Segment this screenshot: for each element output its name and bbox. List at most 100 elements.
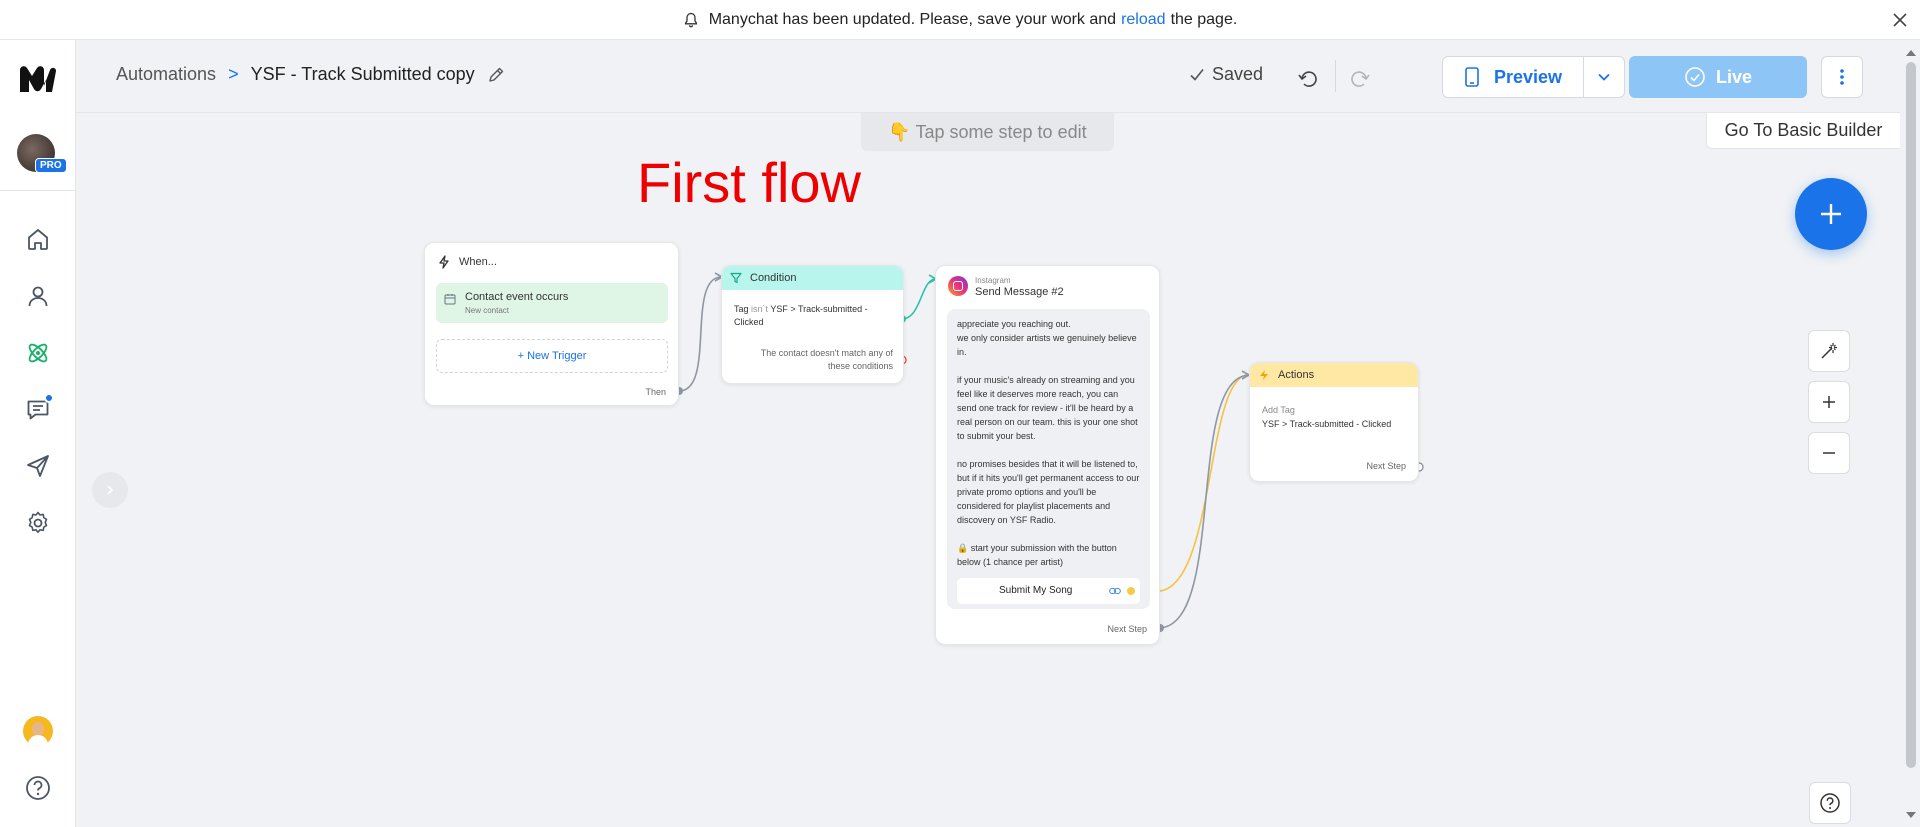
message-next-step: Next Step: [1107, 624, 1147, 634]
go-to-basic-builder-button[interactable]: Go To Basic Builder: [1706, 113, 1900, 149]
condition-rule: Tag isn`t YSF > Track-submitted - Clicke…: [734, 303, 894, 329]
add-step-button[interactable]: [1795, 178, 1867, 250]
breadcrumb: Automations > YSF - Track Submitted copy: [116, 64, 505, 85]
scroll-up-icon[interactable]: [1905, 48, 1917, 58]
actions-next-step: Next Step: [1366, 461, 1406, 471]
message-title: Send Message #2: [975, 286, 1064, 298]
actions-node[interactable]: Actions Add Tag YSF > Track-submitted - …: [1249, 362, 1419, 482]
send-message-node[interactable]: Instagram Send Message #2 appreciate you…: [935, 265, 1160, 645]
avatar-body: [28, 735, 48, 746]
manychat-logo-icon[interactable]: [18, 62, 58, 96]
action-type-label: Add Tag: [1262, 405, 1295, 415]
user-profile-avatar[interactable]: [23, 716, 53, 746]
sidebar-item-home[interactable]: [24, 225, 52, 253]
actions-title: Actions: [1278, 369, 1315, 381]
trigger-title-label: When...: [459, 256, 497, 268]
lightning-icon: [1260, 370, 1268, 380]
notice-text-before: Manychat has been updated. Please, save …: [708, 10, 1117, 28]
condition-rule-value: YSF > Track-submitted - Clicked: [734, 304, 868, 327]
preview-label: Preview: [1493, 66, 1563, 87]
wire-message-to-actions: [1159, 374, 1250, 629]
zoom-out-icon: [1823, 452, 1835, 454]
preview-dropdown-button[interactable]: [1583, 56, 1625, 98]
zoom-in-icon: [1823, 396, 1835, 408]
gear-icon: [28, 511, 48, 534]
new-trigger-button[interactable]: + New Trigger: [436, 339, 668, 373]
pro-badge: PRO: [35, 158, 67, 173]
home-icon: [28, 229, 48, 250]
contacts-icon: [28, 286, 48, 307]
then-label: Then: [645, 387, 666, 397]
saved-label: Saved: [1212, 64, 1264, 84]
trigger-event-label: Contact event occurs: [465, 291, 569, 303]
send-icon: [27, 455, 49, 477]
instagram-icon: [948, 276, 968, 296]
trigger-title: When...: [437, 255, 497, 269]
condition-title: Condition: [750, 272, 797, 284]
edit-pencil-icon[interactable]: [487, 66, 505, 84]
live-label: Live: [1715, 66, 1753, 87]
scroll-down-icon[interactable]: [1905, 810, 1917, 820]
sidebar-item-broadcast[interactable]: [24, 452, 52, 480]
trigger-node[interactable]: When... Contact event occurs New contact…: [424, 242, 679, 406]
flow-title: YSF - Track Submitted copy: [250, 64, 475, 84]
tap-step-hint: 👇 Tap some step to edit: [861, 113, 1114, 151]
submit-button-label: Submit My Song: [999, 585, 1073, 596]
sidebar-item-contacts[interactable]: [24, 282, 52, 310]
condition-rule-subject: Tag: [734, 304, 749, 314]
redo-icon[interactable]: [1348, 65, 1372, 89]
trigger-event[interactable]: Contact event occurs New contact: [436, 283, 668, 323]
flow-header: Automations > YSF - Track Submitted copy…: [76, 40, 1900, 113]
condition-header: Condition: [722, 266, 903, 290]
scrollbar-thumb[interactable]: [1906, 62, 1916, 768]
condition-else-text: The contact doesn't match any of these c…: [760, 348, 893, 371]
breadcrumb-separator: >: [228, 64, 239, 84]
magic-wand-icon: [1821, 343, 1837, 359]
more-vertical-icon: [1840, 69, 1844, 85]
flow-canvas[interactable]: 👇 Tap some step to edit Go To Basic Buil…: [76, 113, 1900, 827]
check-circle-icon: [1685, 67, 1705, 87]
left-sidebar: PRO: [0, 40, 76, 827]
expand-panel-button[interactable]: [92, 472, 128, 508]
arrow-into-actions: [1241, 370, 1251, 380]
chat-icon: [27, 400, 49, 420]
lightning-icon: [439, 255, 449, 269]
bell-icon: [684, 12, 697, 27]
button-output-dot[interactable]: [1127, 587, 1135, 595]
sidebar-item-settings[interactable]: [24, 509, 52, 537]
trigger-event-sub: New contact: [465, 306, 510, 315]
saved-status: Saved: [1188, 64, 1263, 85]
condition-node[interactable]: Condition Tag isn`t YSF > Track-submitte…: [721, 265, 904, 384]
action-tag-value: YSF > Track-submitted - Clicked: [1262, 419, 1392, 429]
unread-badge: [44, 393, 54, 403]
vertical-scrollbar[interactable]: [1902, 40, 1920, 827]
canvas-help-button[interactable]: [1809, 782, 1851, 824]
live-button[interactable]: Live: [1629, 56, 1807, 98]
sidebar-item-automation[interactable]: [24, 339, 52, 367]
more-options-button[interactable]: [1821, 56, 1863, 98]
zoom-out-button[interactable]: [1808, 432, 1850, 474]
close-icon[interactable]: [1888, 8, 1912, 32]
wire-condition-to-message: [901, 278, 936, 320]
sidebar-divider: [0, 190, 76, 191]
phone-icon: [1465, 67, 1479, 87]
actions-header: Actions: [1250, 363, 1418, 387]
help-icon[interactable]: [24, 774, 52, 802]
message-platform: Instagram: [975, 276, 1011, 285]
filter-icon: [730, 272, 742, 284]
preview-button[interactable]: Preview: [1442, 56, 1584, 98]
update-notice-bar: Manychat has been updated. Please, save …: [0, 0, 1920, 40]
breadcrumb-automations[interactable]: Automations: [116, 64, 217, 84]
message-body: appreciate you reaching out. we only con…: [947, 309, 1150, 609]
chevron-right-icon: [107, 485, 114, 495]
first-flow-annotation: First flow: [637, 151, 861, 214]
wire-trigger-to-condition: [678, 276, 722, 392]
zoom-in-button[interactable]: [1808, 381, 1850, 423]
auto-arrange-button[interactable]: [1808, 330, 1850, 372]
reload-link[interactable]: reload: [1121, 10, 1166, 28]
submit-my-song-button[interactable]: Submit My Song: [957, 578, 1140, 604]
undo-icon[interactable]: [1296, 65, 1320, 89]
sidebar-item-chat[interactable]: [24, 393, 54, 423]
account-avatar[interactable]: PRO: [17, 134, 67, 174]
link-icon: [1109, 587, 1121, 595]
